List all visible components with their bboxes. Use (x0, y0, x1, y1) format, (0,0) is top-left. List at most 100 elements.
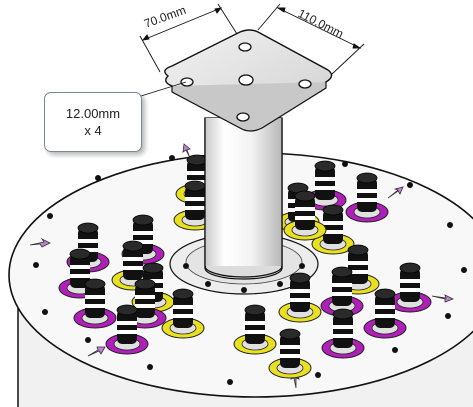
hole-size-callout: 12.00mm x 4 (44, 92, 142, 152)
connector-cap (186, 154, 208, 166)
connector-cap (172, 288, 194, 300)
connector-cap (294, 190, 316, 202)
connector-band (357, 198, 377, 202)
connector-body (185, 186, 205, 220)
connector (58, 248, 102, 299)
plate-mounting-holes (180, 42, 312, 122)
connector-body (333, 314, 353, 348)
connector-cap (69, 248, 91, 260)
connector-band (375, 305, 395, 309)
connector-cap (77, 222, 99, 234)
connector-band (323, 221, 343, 225)
connector-band (333, 325, 353, 329)
callout-hole-diameter: 12.00mm (65, 106, 121, 121)
connector-band (117, 321, 137, 325)
connector-band (133, 231, 153, 235)
connector (233, 304, 277, 355)
connector (363, 288, 407, 339)
connector-body (85, 284, 105, 318)
connector-band (348, 270, 368, 274)
connector-band (85, 304, 105, 308)
connector-cap (356, 172, 378, 184)
connector (321, 308, 365, 359)
connector (278, 272, 322, 323)
connector-band (332, 292, 352, 296)
connector-array (58, 154, 432, 379)
connector-cap (116, 304, 138, 316)
connector-body (245, 310, 265, 344)
connector-band (135, 295, 155, 299)
connector-body (348, 250, 368, 284)
connector-cap (244, 304, 266, 316)
callout-hole-count: x 4 (84, 123, 102, 138)
connector (283, 190, 327, 241)
plate-edge-holes (33, 150, 467, 385)
connector-body (400, 268, 420, 302)
connector-band (70, 265, 90, 269)
connector-band (123, 257, 143, 261)
connector-cap (374, 288, 396, 300)
connector-body (135, 284, 155, 318)
connector-band (185, 197, 205, 201)
connector-cap (142, 262, 164, 274)
connector-body (70, 254, 90, 288)
connector-cap (289, 272, 311, 284)
connector-band (290, 289, 310, 293)
connector-band (85, 295, 105, 299)
connector-cap (332, 308, 354, 320)
connector-body (280, 334, 300, 368)
connector-band (135, 304, 155, 308)
connector-band (315, 186, 335, 190)
connector-band (123, 266, 143, 270)
connector-band (357, 189, 377, 193)
connector (320, 266, 364, 317)
connector-cap (279, 328, 301, 340)
connector-band (185, 206, 205, 210)
center-post (204, 117, 283, 280)
connector (345, 172, 389, 223)
connector-cap (322, 204, 344, 216)
connector-band (295, 216, 315, 220)
connector-band (280, 345, 300, 349)
connector-band (332, 283, 352, 287)
connector-band (117, 330, 137, 334)
connector-band (133, 240, 153, 244)
connector-band (400, 279, 420, 283)
connector-band (173, 314, 193, 318)
connector-band (245, 321, 265, 325)
dimension-lines (139, 3, 365, 97)
connector-cap (84, 278, 106, 290)
connector-band (375, 314, 395, 318)
connector-band (400, 288, 420, 292)
connector-band (333, 334, 353, 338)
connector (161, 288, 205, 339)
connector-cap (134, 278, 156, 290)
connector-band (323, 230, 343, 234)
connector-body (315, 166, 335, 200)
connector (73, 278, 117, 329)
connector-body (295, 196, 315, 230)
connector-band (70, 274, 90, 278)
connector-cap (132, 214, 154, 226)
connector-body (332, 272, 352, 306)
connector-body (357, 178, 377, 212)
connector-band (280, 354, 300, 358)
connector-band (315, 177, 335, 181)
connector-band (245, 330, 265, 334)
connector-cap (399, 262, 421, 274)
connector-band (348, 261, 368, 265)
connector-cap (314, 160, 336, 172)
connector-band (78, 239, 98, 243)
top-mounting-plate (164, 29, 333, 132)
connector-band (173, 305, 193, 309)
connector-body (123, 246, 143, 280)
connector-band (187, 171, 207, 175)
connector-band (290, 298, 310, 302)
connector-body (323, 210, 343, 244)
connector-band (295, 207, 315, 211)
connector (105, 304, 149, 355)
connector-body (117, 310, 137, 344)
connector-band (78, 248, 98, 252)
length-dimension-label: 110.0mm (296, 6, 346, 41)
